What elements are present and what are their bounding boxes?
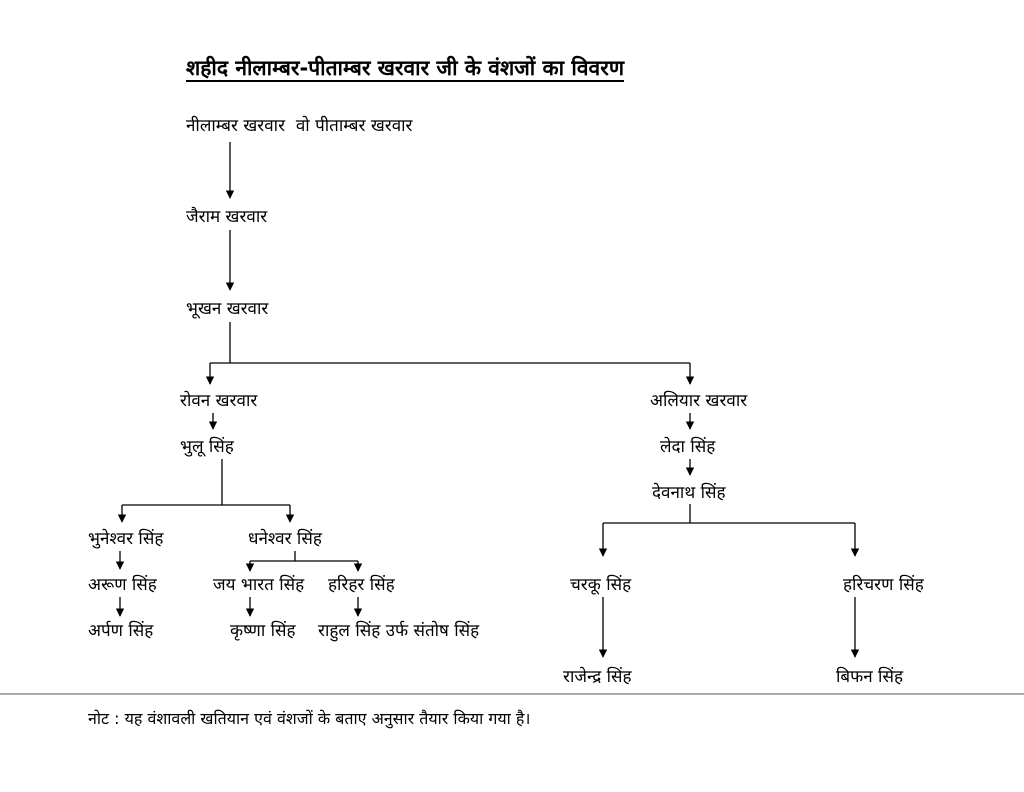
node-krishna-singh: कृष्णा सिंह bbox=[230, 621, 296, 641]
node-harihar-singh: हरिहर सिंह bbox=[328, 575, 395, 595]
node-bhuneshwar-singh: भुनेश्वर सिंह bbox=[88, 529, 164, 549]
node-dhaneshwar-singh: धनेश्वर सिंह bbox=[248, 529, 322, 549]
node-arun-singh: अरूण सिंह bbox=[88, 575, 157, 595]
node-jay-bharat-singh: जय भारत सिंह bbox=[213, 575, 305, 595]
node-rowan-kharwar: रोवन खरवार bbox=[180, 391, 258, 411]
node-aliyar-kharwar: अलियार खरवार bbox=[650, 391, 748, 411]
node-bifan-singh: बिफन सिंह bbox=[836, 667, 903, 687]
node-bhulu-singh: भुलू सिंह bbox=[180, 437, 234, 457]
diagram-title: शहीद नीलाम्बर-पीताम्बर खरवार जी के वंशजो… bbox=[186, 56, 624, 80]
node-nilamber-pitamber-kharwar: नीलाम्बर खरवार वो पीताम्बर खरवार bbox=[186, 116, 413, 136]
node-charku-singh: चरकू सिंह bbox=[570, 575, 632, 595]
node-rahul-singh-urf-santosh-singh: राहुल सिंह उर्फ संतोष सिंह bbox=[318, 621, 480, 641]
footnote: नोट : यह वंशावली खतियान एवं वंशजों के बत… bbox=[88, 709, 531, 728]
node-devnath-singh: देवनाथ सिंह bbox=[652, 483, 726, 503]
node-rajendra-singh: राजेन्द्र सिंह bbox=[563, 667, 632, 687]
node-haricharan-singh: हरिचरण सिंह bbox=[843, 575, 924, 595]
node-bhukhan-kharwar: भूखन खरवार bbox=[186, 299, 269, 319]
node-arpan-singh: अर्पण सिंह bbox=[88, 621, 154, 641]
node-jairam-kharwar: जैराम खरवार bbox=[186, 207, 268, 227]
node-leda-singh: लेदा सिंह bbox=[660, 437, 716, 457]
